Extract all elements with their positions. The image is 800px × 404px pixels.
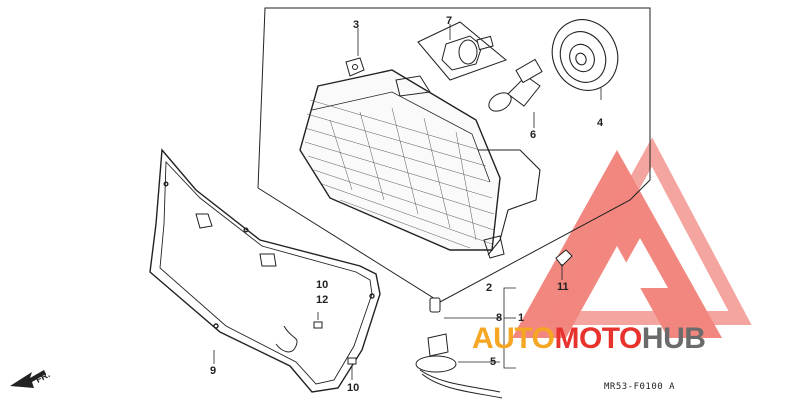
bulb-7-icon [417,21,507,81]
callout-2: 2 [486,282,493,294]
callout-3: 3 [353,19,360,31]
callout-9: 9 [210,365,217,377]
socket-harness-icon [415,297,503,399]
callout-7: 7 [446,15,453,27]
drawing-code: MR53-F0100 A [604,382,676,392]
front-direction-arrow-icon [10,370,46,388]
watermark-text: AUTOMOTOHUB [472,322,706,355]
callout-4: 4 [597,117,604,129]
screw-11-icon [555,249,573,280]
callout-leaders [357,24,516,369]
watermark-auto: AUTO [472,322,555,355]
watermark-moto: MOTO [554,322,642,355]
callout-6: 6 [530,129,537,141]
callout-1: 1 [518,312,525,324]
watermark-hub: HUB [641,322,706,355]
screw-10-lower-icon [347,357,357,380]
mounting-bracket-9 [149,148,381,393]
screw-10-12-icon [313,312,323,329]
callout-11: 11 [557,281,569,293]
dust-cover-4-icon [551,19,619,100]
callout-10-lower: 10 [347,382,360,394]
callout-5: 5 [490,356,497,368]
watermark-logo [512,137,752,338]
callout-10-upper: 10 [316,279,329,291]
callout-8: 8 [496,312,503,324]
bulb-6-icon [488,58,543,128]
callout-12: 12 [316,294,329,306]
headlight-lens [299,57,541,259]
